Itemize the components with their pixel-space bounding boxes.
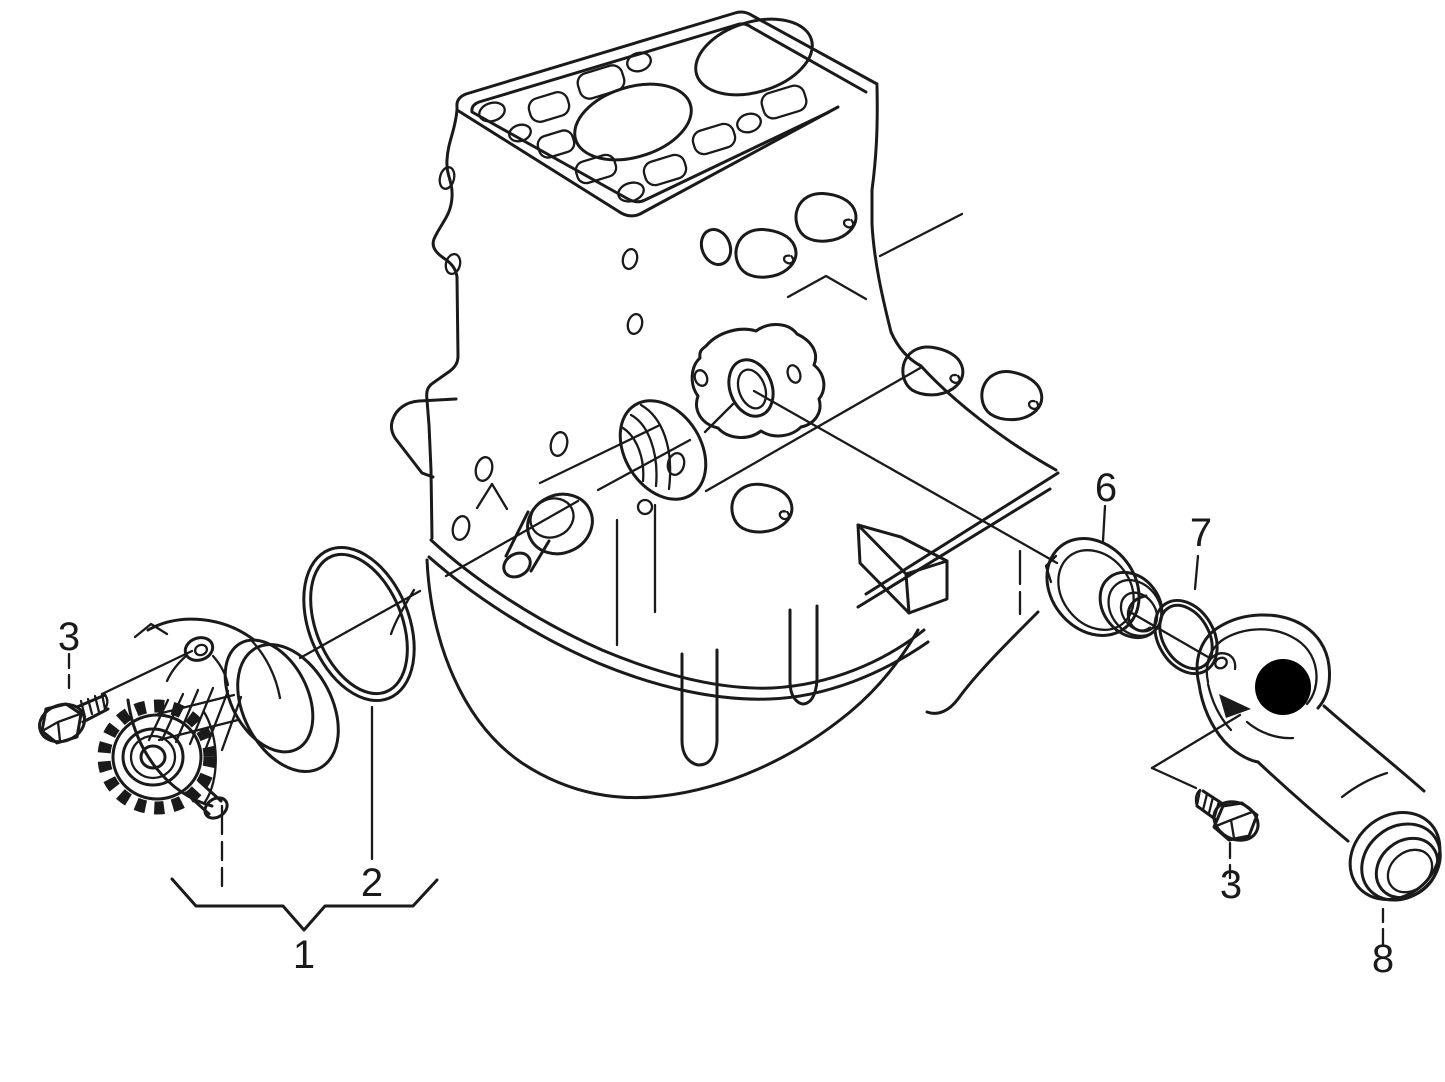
oil-pan — [389, 503, 1040, 800]
coolant-flange — [1195, 613, 1442, 902]
bolt-left — [38, 692, 110, 745]
step-bracket — [856, 523, 949, 576]
bolt-right — [1194, 788, 1260, 842]
bracket-callout-1 — [170, 877, 439, 932]
callout-3-right: 3 — [1220, 863, 1242, 907]
block-right-face — [538, 84, 1060, 616]
timing-gear — [97, 699, 217, 815]
axis-line-oring-to-port — [298, 402, 735, 660]
callout-1: 1 — [293, 933, 315, 977]
shaft-sleeve-boss — [475, 482, 594, 579]
callout-6: 6 — [1095, 466, 1117, 510]
pump-shaft-stub — [184, 779, 229, 820]
cylinder-bore — [694, 17, 814, 97]
thermostat-o-ring — [1153, 598, 1219, 676]
front-cover-dome — [618, 399, 708, 516]
leader-bolt-to-pump — [100, 649, 194, 696]
casting-bosses — [699, 185, 1046, 539]
leader-flange-bolt-lower — [1150, 766, 1198, 790]
callout-2: 2 — [361, 861, 383, 905]
pump-mounting-ear — [133, 622, 230, 687]
o-ring-seal — [302, 545, 416, 703]
axis-line-thermostat — [1128, 610, 1210, 659]
leader-lines — [67, 389, 1385, 946]
cylinder-bore — [573, 82, 693, 162]
target-marker — [1255, 659, 1311, 715]
thermostat — [1044, 537, 1164, 640]
flange-pipe — [1256, 704, 1442, 902]
leader-callout-6 — [1101, 504, 1107, 543]
block-left-face — [390, 108, 686, 541]
leader-flange-bolt-upper — [1150, 713, 1242, 770]
leader-port-to-thermostat — [752, 389, 1059, 565]
arrowhead — [1219, 694, 1251, 718]
callout-7: 7 — [1190, 511, 1212, 555]
water-pump-port — [690, 323, 826, 439]
callout-8: 8 — [1372, 937, 1394, 981]
water-pump — [97, 617, 340, 820]
leader-callout-7 — [1193, 554, 1200, 591]
engine-mount-bracket — [390, 397, 458, 479]
callouts: 3 2 1 6 7 3 8 — [58, 466, 1394, 981]
engine-block — [389, 10, 1060, 800]
cylinder-deck — [455, 10, 879, 218]
callout-3-left: 3 — [58, 615, 80, 659]
